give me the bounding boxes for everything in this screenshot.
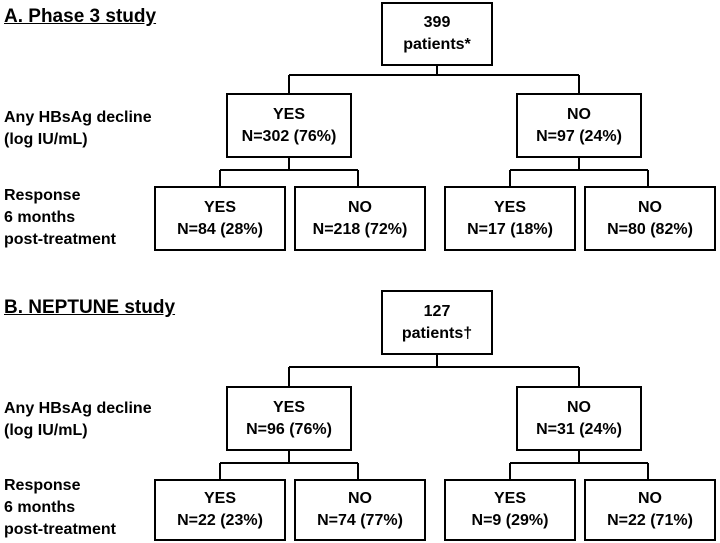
row-label-response: Response 6 months post-treatment xyxy=(4,475,116,541)
row-label-hbsag-decline: Any HBsAg decline (log IU/mL) xyxy=(4,107,152,151)
node-answer: YES xyxy=(493,198,526,216)
node-count: N=74 (77%) xyxy=(317,512,403,529)
node-count: N=80 (82%) xyxy=(607,220,693,238)
response-yes-node: YES N=9 (29%) xyxy=(444,479,576,541)
node-count: N=17 (18%) xyxy=(467,220,553,238)
row-label-line: Any HBsAg decline xyxy=(4,400,152,417)
node-answer: NO xyxy=(348,198,372,216)
root-count: 127 xyxy=(423,302,451,320)
node-answer: NO xyxy=(638,198,662,216)
response-yes-node: YES N=22 (23%) xyxy=(154,479,286,541)
response-no-node: NO N=218 (72%) xyxy=(294,186,426,251)
row-label-line: Response xyxy=(4,187,81,204)
root-label: patients* xyxy=(403,36,471,53)
row-label-response: Response 6 months post-treatment xyxy=(4,185,116,251)
root-count: 399 xyxy=(423,14,451,31)
decline-yes-node: YES N=96 (76%) xyxy=(226,386,352,451)
row-label-line: (log IU/mL) xyxy=(4,422,88,439)
node-count: N=9 (29%) xyxy=(471,512,549,529)
node-count: N=218 (72%) xyxy=(312,220,408,238)
root-label: patients† xyxy=(401,324,473,342)
row-label-line: Any HBsAg decline xyxy=(4,109,152,126)
response-yes-node: YES N=17 (18%) xyxy=(444,186,576,251)
row-label-line: post-treatment xyxy=(4,231,117,248)
node-answer: YES xyxy=(203,490,236,507)
row-label-line: 6 months xyxy=(4,209,76,226)
node-answer: YES xyxy=(203,198,236,216)
node-answer: NO xyxy=(348,490,372,507)
root-node: 127 patients† xyxy=(381,290,493,355)
study-title: B. NEPTUNE study xyxy=(4,297,176,318)
decline-no-node: NO N=31 (24%) xyxy=(516,386,642,451)
row-label-hbsag-decline: Any HBsAg decline (log IU/mL) xyxy=(4,398,152,442)
node-answer: YES xyxy=(272,105,305,123)
node-count: N=302 (76%) xyxy=(241,127,337,145)
node-answer: YES xyxy=(272,398,305,416)
node-count: N=31 (24%) xyxy=(536,420,622,438)
node-count: N=97 (24%) xyxy=(536,127,622,145)
row-label-line: (log IU/mL) xyxy=(4,131,88,148)
node-answer: NO xyxy=(638,490,662,507)
row-label-line: Response xyxy=(4,477,81,494)
study-title: A. Phase 3 study xyxy=(4,6,157,27)
node-answer: YES xyxy=(493,490,526,507)
row-label-line: post-treatment xyxy=(4,521,117,538)
root-node: 399 patients* xyxy=(381,2,493,66)
decline-no-node: NO N=97 (24%) xyxy=(516,93,642,158)
decline-yes-node: YES N=302 (76%) xyxy=(226,93,352,158)
node-count: N=96 (76%) xyxy=(246,420,332,438)
response-no-node: NO N=74 (77%) xyxy=(294,479,426,541)
node-answer: NO xyxy=(567,105,591,123)
node-count: N=22 (71%) xyxy=(607,512,693,529)
node-answer: NO xyxy=(567,398,591,416)
response-no-node: NO N=22 (71%) xyxy=(584,479,716,541)
row-label-line: 6 months xyxy=(4,499,76,516)
node-count: N=84 (28%) xyxy=(177,220,263,238)
response-yes-node: YES N=84 (28%) xyxy=(154,186,286,251)
node-count: N=22 (23%) xyxy=(177,512,263,529)
response-no-node: NO N=80 (82%) xyxy=(584,186,716,251)
